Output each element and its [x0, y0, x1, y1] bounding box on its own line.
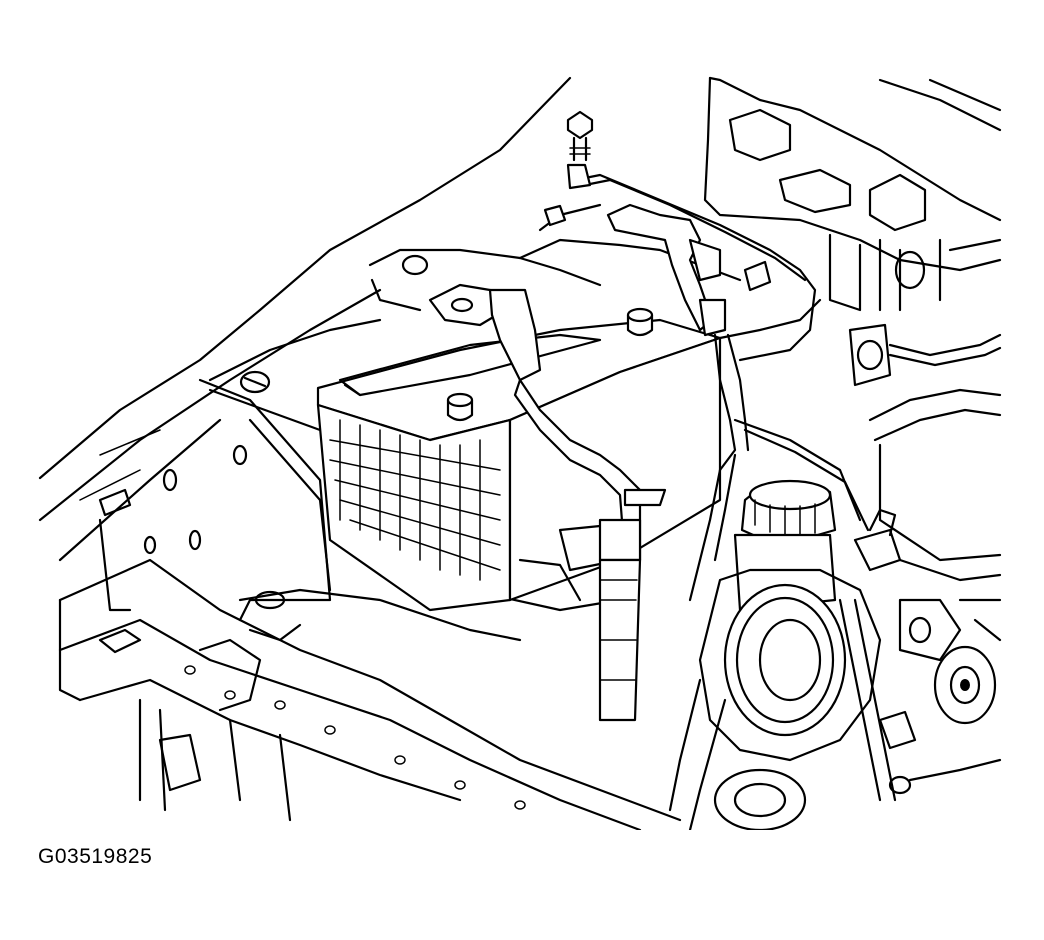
inner-fender-details [98, 444, 248, 612]
fuse-block [688, 238, 722, 282]
power-steering-pump [668, 508, 902, 830]
dipstick-tube [848, 323, 1002, 387]
negative-battery-cable [428, 283, 667, 722]
battery-tray [198, 370, 622, 642]
fender-apron [38, 76, 572, 562]
accessory-drive [713, 388, 1002, 830]
battery-terminals [446, 307, 654, 422]
positive-battery-cable [606, 203, 750, 602]
ground-strap [543, 110, 817, 362]
frame-bolt [401, 254, 429, 276]
radiator-support [58, 558, 682, 830]
engine-compartment-illustration [38, 76, 1002, 830]
pump-pulley [723, 583, 847, 737]
strut-tower [703, 76, 1002, 312]
wiring-harness-right [718, 298, 870, 532]
figure-code: G03519825 [38, 845, 153, 868]
ground-bolt [566, 110, 594, 140]
ground-strap-terminal [566, 163, 592, 190]
cable-clamp [623, 488, 667, 507]
